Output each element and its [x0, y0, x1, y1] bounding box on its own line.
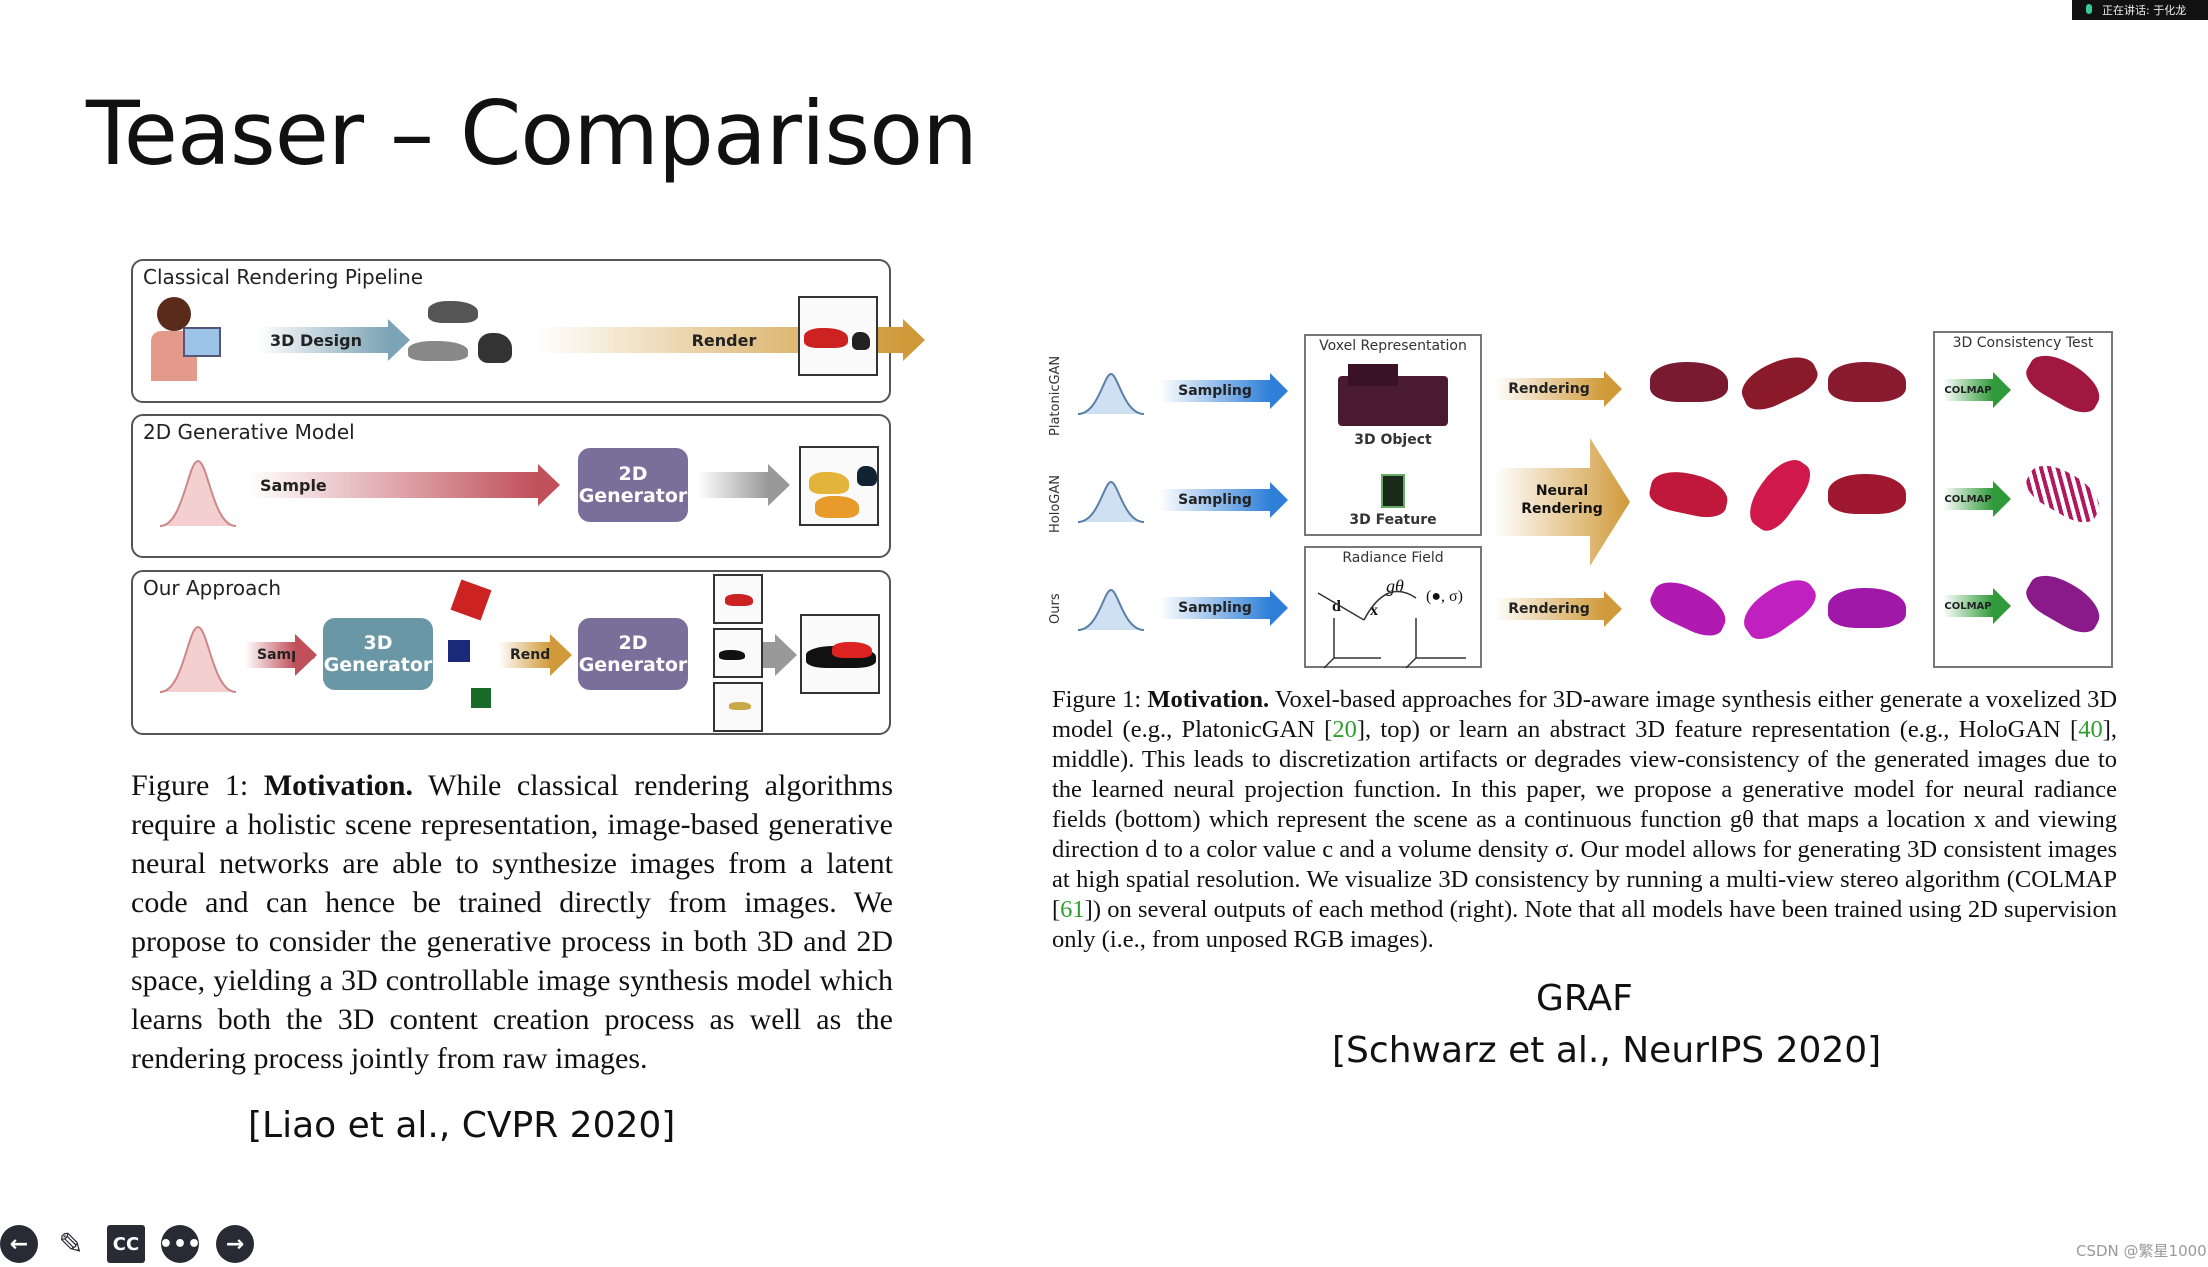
designer-figure-icon: [151, 297, 221, 383]
left-figure-caption: Figure 1: Motivation. While classical re…: [131, 769, 893, 1075]
2d-generator-block: 2D Generator: [578, 448, 688, 522]
arrow-left-icon: ←: [9, 1231, 29, 1257]
d-label: d: [1332, 598, 1341, 615]
watermark: CSDN @繁星1000: [2076, 1242, 2207, 1260]
arrow-sample: Sample: [248, 464, 560, 506]
captions-button[interactable]: CC: [107, 1225, 145, 1263]
3d-generator-block: 3D Generator: [323, 618, 433, 690]
right-citation: [Schwarz et al., NeurIPS 2020]: [1332, 1030, 1882, 1071]
pencil-icon: ✎: [58, 1226, 84, 1262]
colmap-arrow: COLMAP: [1943, 372, 2011, 408]
sampling-arrow: Sampling: [1160, 590, 1288, 626]
slide-title: Teaser – Comparison: [86, 82, 978, 185]
composite-image-thumbnail: [800, 614, 880, 694]
next-slide-button[interactable]: →: [216, 1225, 254, 1263]
arrow-output: [698, 464, 790, 506]
panel-heading: Our Approach: [143, 576, 282, 600]
radiance-field-box: Radiance Field gθ d x (●, σ): [1304, 546, 1482, 669]
gaussian-icon: [1077, 372, 1145, 415]
mic-icon: [2086, 4, 2092, 14]
gaussian-icon: [1077, 588, 1145, 631]
panel-our-approach: Our Approach Sample 3D Generator Render …: [131, 570, 891, 735]
cc-icon: CC: [112, 1233, 140, 1255]
row-label-hologan: HoloGAN: [1048, 475, 1063, 533]
panel-heading: Classical Rendering Pipeline: [143, 265, 424, 289]
panel-2d-generative: 2D Generative Model Sample 2D Generator: [131, 414, 891, 558]
arrow-composite: [763, 634, 797, 676]
pointcloud-ours: [2020, 566, 2108, 640]
3d-object-label: 3D Object: [1354, 432, 1432, 448]
pointcloud-hologan: [2020, 456, 2108, 530]
reference-link[interactable]: 40: [2078, 716, 2103, 743]
pen-button[interactable]: ✎: [52, 1225, 90, 1263]
left-citation: [Liao et al., CVPR 2020]: [248, 1105, 676, 1146]
colmap-arrow: COLMAP: [1943, 588, 2011, 624]
previous-slide-button[interactable]: ←: [0, 1225, 38, 1263]
rendered-image-thumbnail: [798, 296, 878, 376]
coordinate-axes-icon: [1317, 590, 1466, 669]
generated-image-thumbnail: [799, 446, 879, 526]
neural-rendering-arrow: Neural Rendering: [1494, 438, 1630, 566]
feature-cube-icon: [1381, 474, 1405, 508]
gaussian-icon: [1077, 480, 1145, 523]
gaussian-icon: [159, 625, 237, 693]
panel-classical-pipeline: Classical Rendering Pipeline 3D Design R…: [131, 259, 925, 403]
2d-generator-block: 2D Generator: [578, 618, 688, 690]
ellipsis-icon: •••: [158, 1231, 202, 1257]
more-options-button[interactable]: •••: [158, 1225, 202, 1263]
sampling-arrow: Sampling: [1160, 373, 1288, 409]
reference-link[interactable]: 61: [1060, 896, 1085, 923]
arrow-sample: Sample: [245, 634, 317, 676]
pointcloud-platonicgan: [2020, 346, 2108, 420]
voxel-car-top: [1348, 364, 1398, 386]
sampling-arrow: Sampling: [1160, 482, 1288, 518]
speaker-badge: 正在讲话: 于化龙: [2072, 0, 2208, 20]
row-label-ours: Ours: [1048, 593, 1063, 624]
x-label: x: [1370, 602, 1378, 619]
arrow-3d-design: 3D Design: [258, 319, 410, 361]
rendering-arrow: Rendering: [1494, 591, 1622, 627]
right-citation-name: GRAF: [1536, 978, 1633, 1019]
right-figure-caption: Figure 1: Motivation. Voxel-based approa…: [1052, 686, 2118, 953]
colmap-arrow: COLMAP: [1943, 481, 2011, 517]
output-label: (●, σ): [1426, 588, 1463, 605]
voxel-representation-box: Voxel Representation 3D Object 3D Featur…: [1304, 334, 1482, 536]
row-label-platonicgan: PlatonicGAN: [1048, 355, 1063, 436]
arrow-render: Render: [498, 634, 572, 676]
reference-link[interactable]: 20: [1332, 716, 1357, 743]
arrow-right-icon: →: [225, 1231, 245, 1257]
3d-feature-label: 3D Feature: [1349, 512, 1437, 528]
gaussian-icon: [159, 459, 237, 527]
rendering-arrow: Rendering: [1494, 371, 1622, 407]
consistency-test-box: 3D Consistency Test COLMAP COLMAP COLMAP: [1933, 331, 2113, 668]
panel-heading: 2D Generative Model: [143, 420, 355, 444]
